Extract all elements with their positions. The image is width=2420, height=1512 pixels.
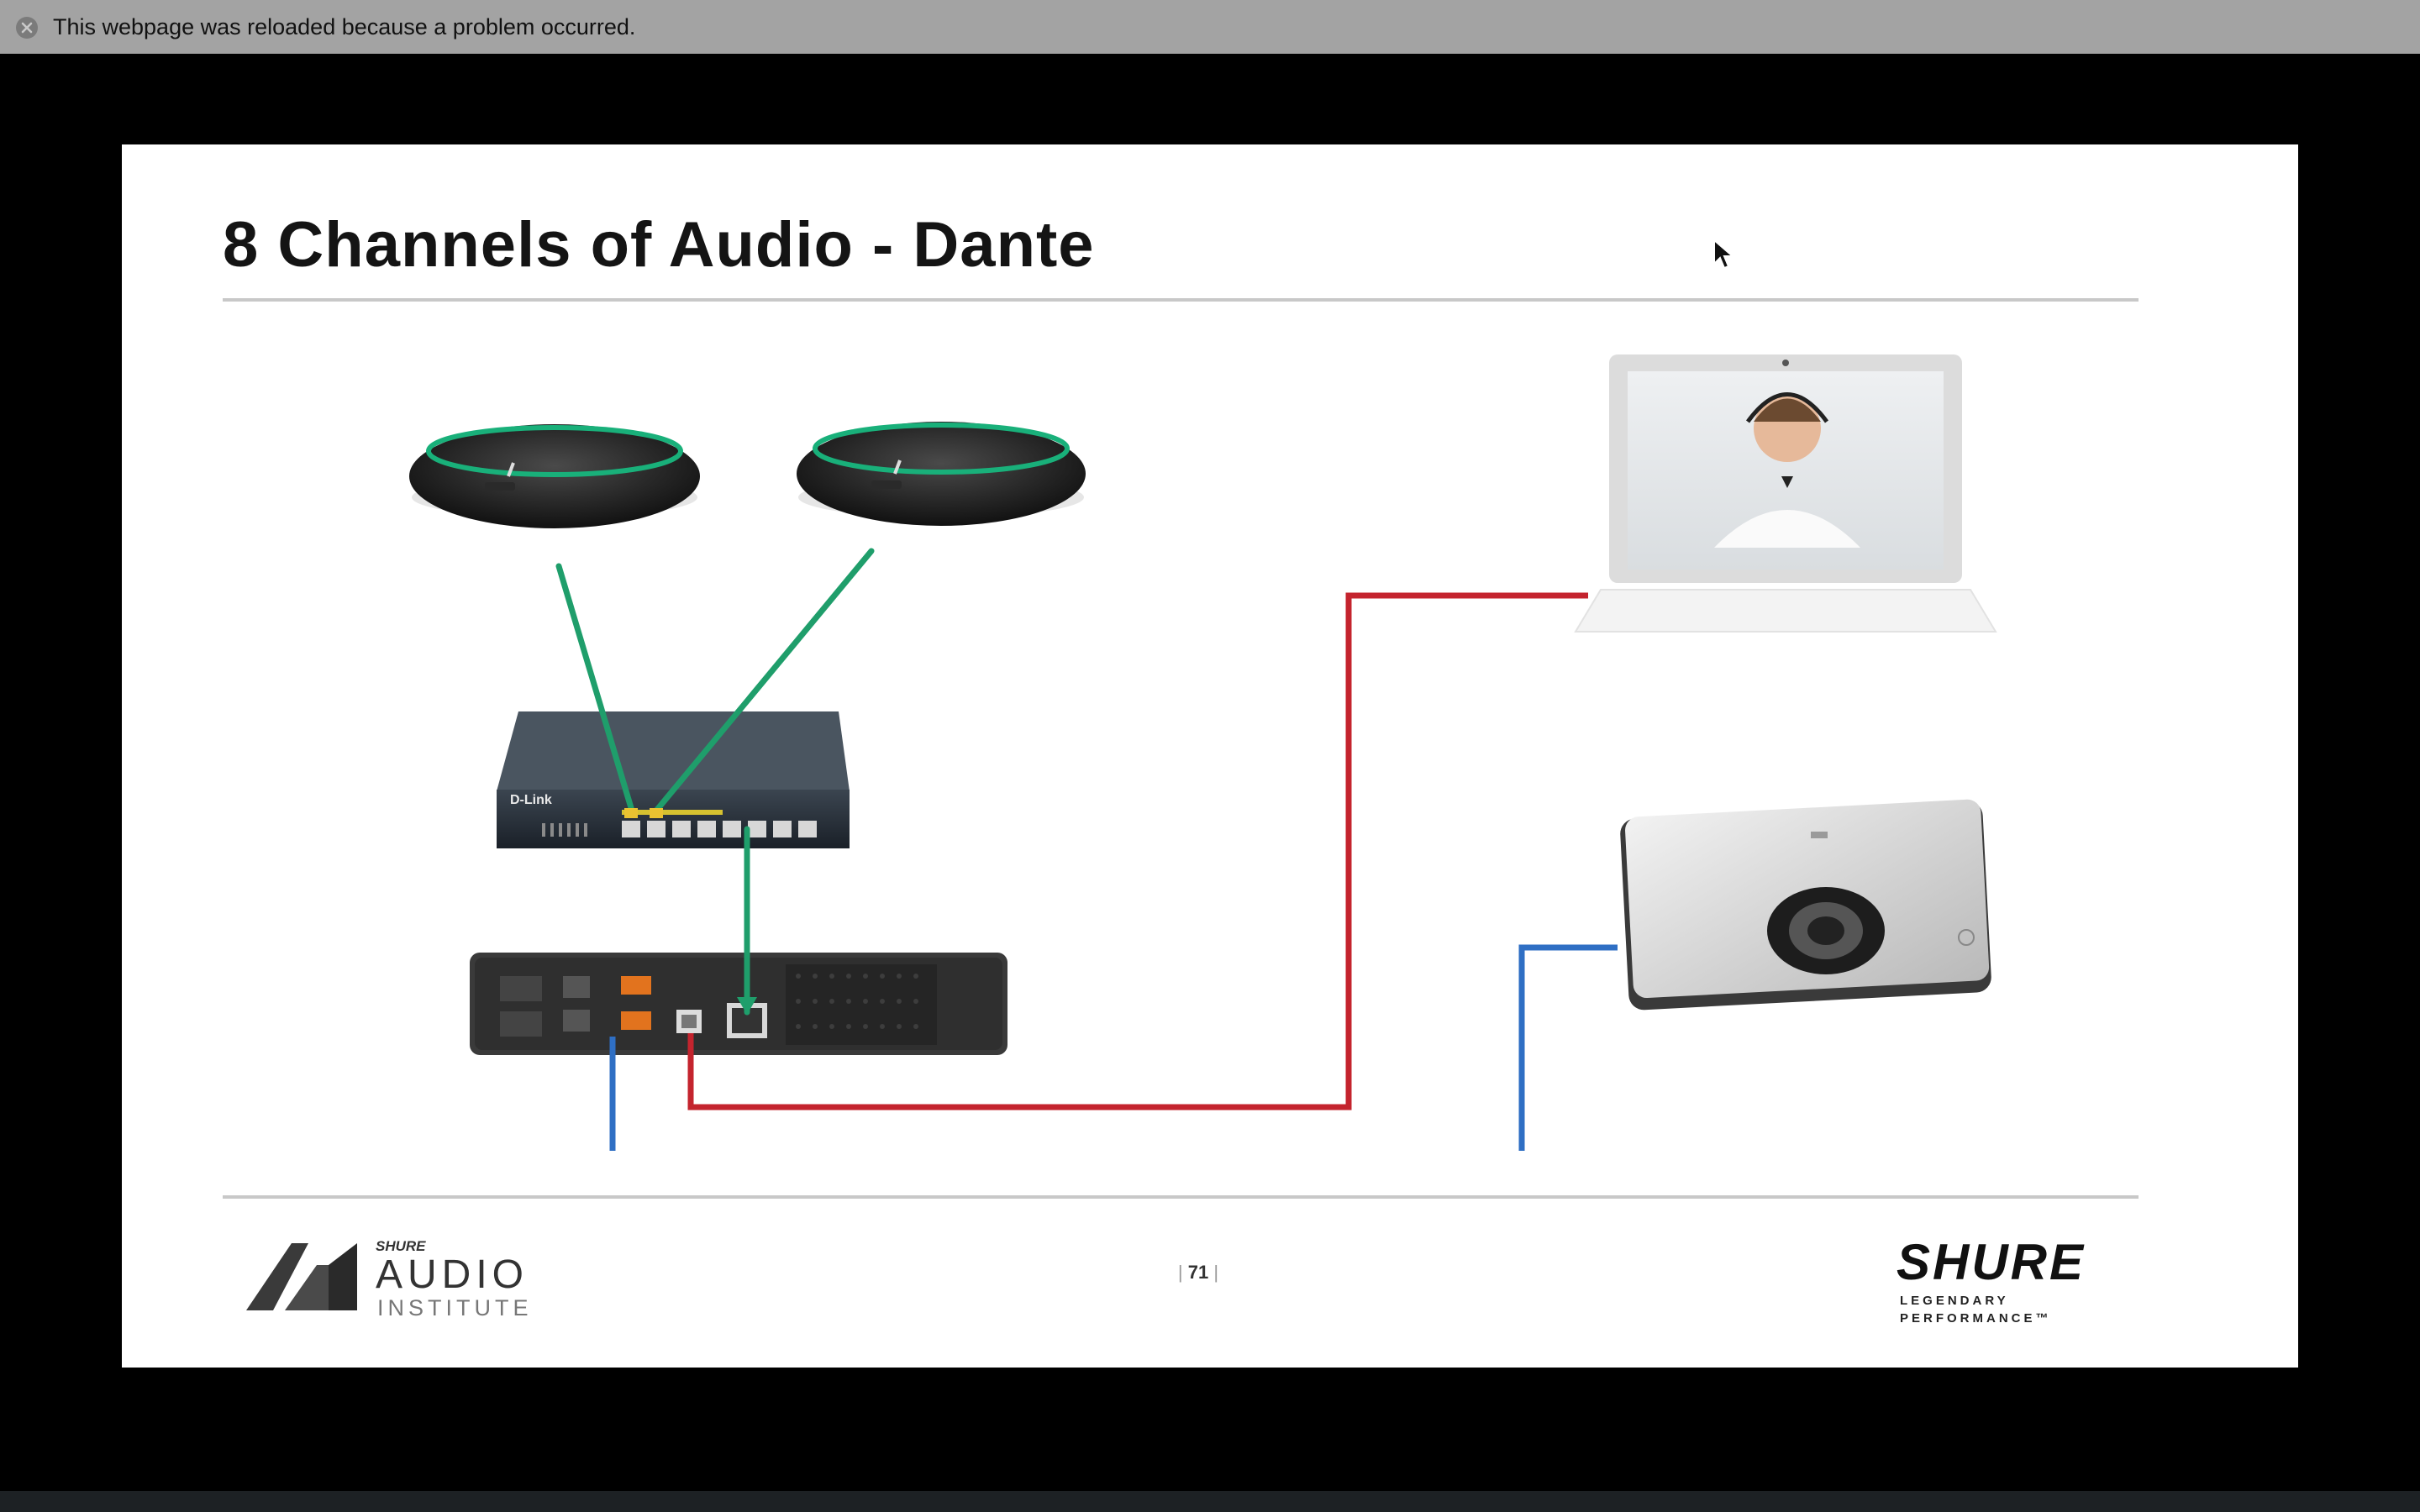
laptop-video-call-icon — [1574, 354, 1997, 633]
conference-camera-icon — [1620, 799, 1991, 1011]
reload-notification-text: This webpage was reloaded because a prob… — [53, 14, 636, 39]
shure-wordmark: SHURE — [1897, 1234, 2086, 1290]
analog-in-line — [1518, 944, 1618, 1151]
network-switch-icon: D-Link — [497, 711, 850, 848]
arrow-head — [737, 997, 757, 1015]
audio-institute-emblem-icon — [246, 1243, 357, 1310]
logo-brand-small: SHURE — [376, 1238, 426, 1254]
player-control-strip — [0, 1491, 2420, 1512]
slide-title: 8 Channels of Audio - Dante — [223, 209, 1095, 281]
shure-tagline: LEGENDARY PERFORMANCE™ — [1900, 1294, 2052, 1326]
footer-divider — [223, 1195, 2139, 1199]
slide-page-number: | 71 | — [1177, 1262, 1219, 1283]
shure-logo: SHURE LEGENDARY PERFORMANCE™ — [1897, 1233, 2132, 1334]
title-divider — [223, 298, 2139, 302]
dante-signal-diagram: D-Link — [409, 354, 1997, 1151]
switch-brand-label: D-Link — [510, 793, 552, 807]
reload-notification-bar: This webpage was reloaded because a prob… — [0, 0, 2420, 54]
usb-link-line — [687, 592, 1588, 1110]
close-circle-icon[interactable] — [15, 16, 39, 39]
dante-link-lines — [555, 548, 875, 1016]
mouse-cursor-icon — [1713, 239, 1734, 270]
tabletop-microphone-icon — [797, 422, 1086, 526]
presentation-slide: 8 Channels of Audio - Dante — [122, 144, 2298, 1368]
logo-brand-sub: INSTITUTE — [377, 1295, 533, 1320]
shure-audio-institute-logo: SHURE AUDIO INSTITUTE — [239, 1235, 529, 1327]
logo-brand-main: AUDIO — [376, 1252, 529, 1297]
tabletop-microphone-icon — [409, 424, 700, 528]
port-highlight — [624, 808, 663, 818]
audio-processor-icon — [470, 953, 1007, 1055]
